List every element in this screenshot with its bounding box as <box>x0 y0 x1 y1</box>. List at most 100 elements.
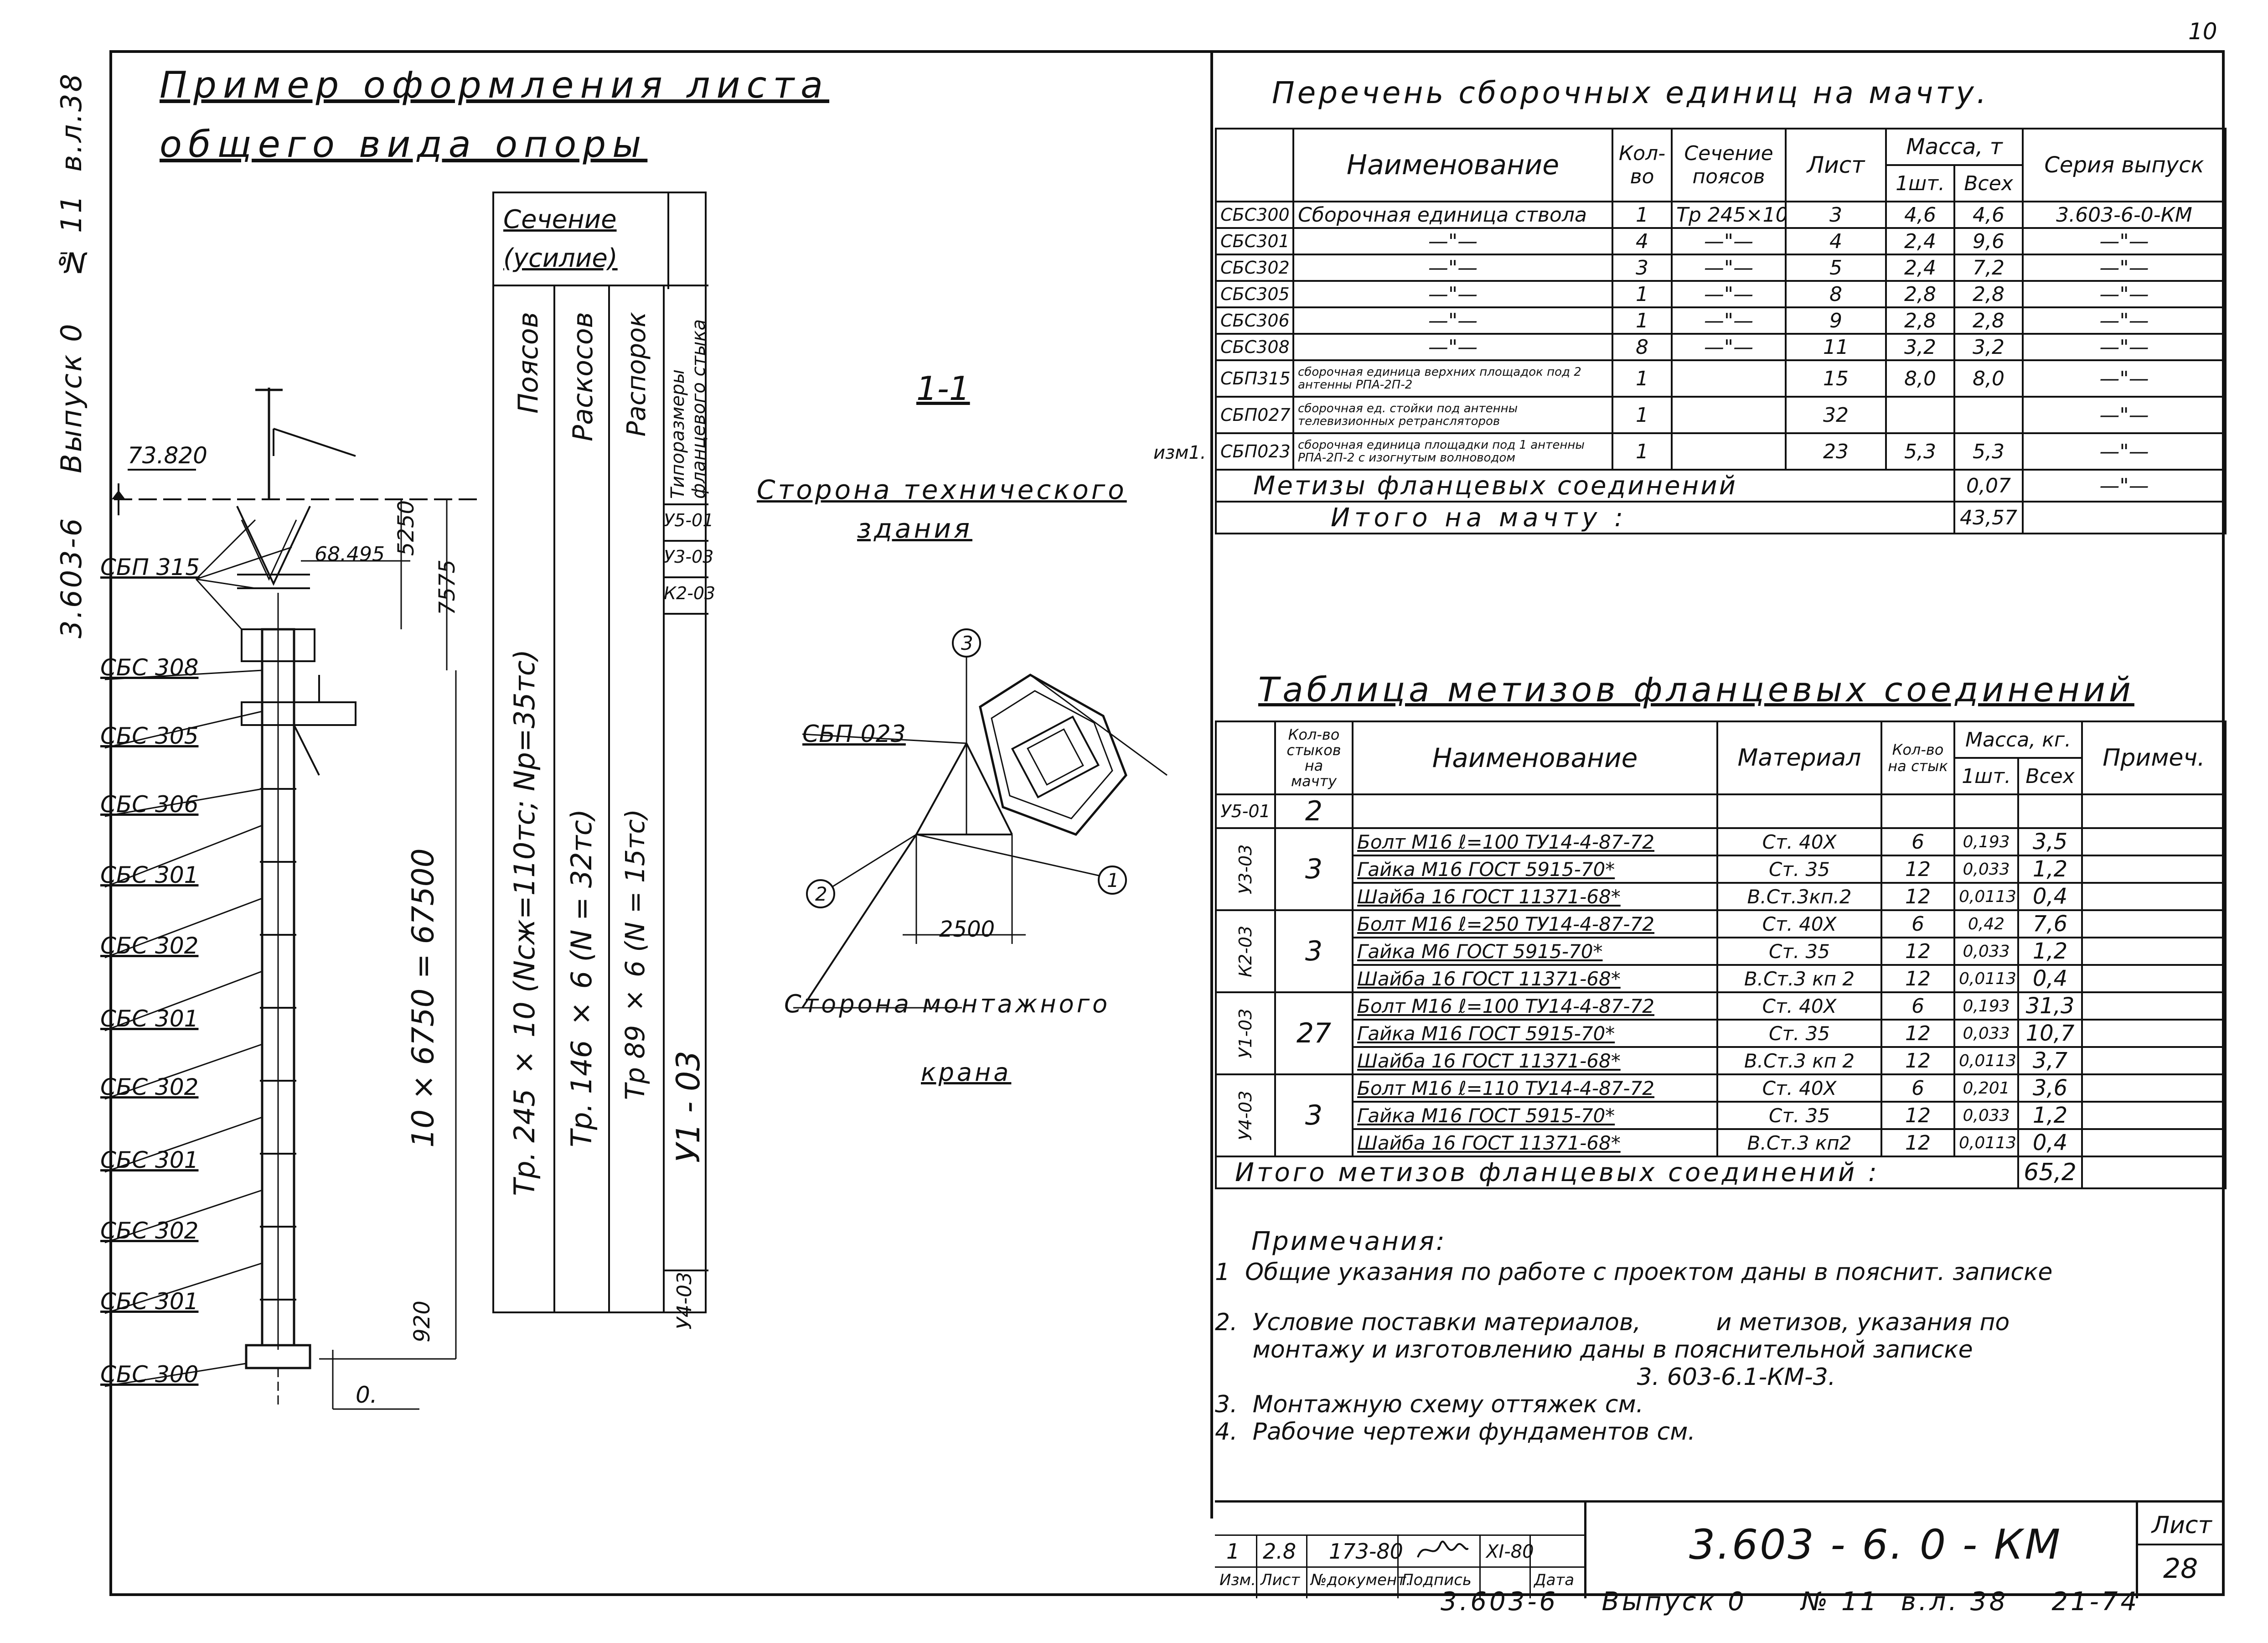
section-view-drawing: 3 2 1 <box>793 628 1168 1009</box>
fastener-mass1: 0,201 <box>1953 1073 2019 1103</box>
section-view-title: 1-1 <box>916 369 970 408</box>
unit-mass1: 4,6 <box>1885 201 1955 229</box>
bottom-stamp: 3.603-6 Выпуск 0 № 11 в.л. 38 21-74 <box>1441 1587 2139 1617</box>
unit-massall: 7,2 <box>1953 254 2024 282</box>
unit-massall: 2,8 <box>1953 306 2024 335</box>
unit-mass1: 5,3 <box>1885 432 1955 471</box>
fasteners-total-empty <box>2081 1156 2227 1189</box>
fastener-joint-type: У5-01 <box>1215 793 1276 829</box>
joint-type: У1 - 03 <box>670 1051 707 1163</box>
fastener-material: Ст. 35 <box>1716 855 1882 884</box>
unit-series: —"— <box>2022 432 2227 471</box>
units-change-mark: изм1. <box>1153 442 1206 463</box>
mast-label-11: СБС 300 <box>100 1361 199 1388</box>
unit-qty: 4 <box>1612 227 1673 255</box>
fastener-qty: 6 <box>1881 827 1955 856</box>
fastener-note <box>2081 1019 2227 1048</box>
fasteners-header-material: Материал <box>1716 720 1882 795</box>
unit-mass1 <box>1885 396 1955 434</box>
mast-label-10: СБС 301 <box>100 1288 199 1315</box>
fastener-mass1: 0,033 <box>1953 937 2019 966</box>
fastener-joint-count: 27 <box>1274 991 1354 1075</box>
fasteners-total-value: 65,2 <box>2017 1156 2083 1189</box>
tb-sheet-no: 2.8 <box>1263 1539 1297 1564</box>
tb-sheet-value: 28 <box>2163 1553 2198 1585</box>
fastener-qty: 12 <box>1881 1019 1955 1048</box>
unit-series: —"— <box>2022 280 2227 308</box>
unit-qty: 1 <box>1612 280 1673 308</box>
tb-caption-2: №документ. <box>1311 1571 1411 1589</box>
mast-label-4: СБС 301 <box>100 862 199 888</box>
fastener-massall: 3,7 <box>2017 1046 2083 1075</box>
unit-massall: 5,3 <box>1953 432 2024 471</box>
dimension-total: 10 × 6750 = 67500 <box>405 848 441 1148</box>
units-header-section: Сечение поясов <box>1671 128 1787 202</box>
fastener-note <box>2081 1073 2227 1103</box>
tb-caption-0: Изм. <box>1219 1571 1256 1589</box>
unit-mass1: 3,2 <box>1885 333 1955 361</box>
sheet-divider <box>1210 50 1213 1519</box>
unit-name: —"— <box>1292 280 1613 308</box>
fastener-massall: 0,4 <box>2017 1128 2083 1157</box>
tb-code: 3.603 - 6. 0 - КМ <box>1689 1521 2062 1569</box>
units-total-empty <box>2022 501 2227 534</box>
fastener-name: Болт М16 ℓ=110 ТУ14-4-87-72 <box>1352 1073 1718 1103</box>
units-header-sheet: Лист <box>1785 128 1887 202</box>
tb-caption-3: Подпись <box>1402 1571 1472 1589</box>
fastener-massall: 0,4 <box>2017 882 2083 911</box>
fastener-material: В.Ст.3 кп2 <box>1716 1128 1882 1157</box>
section-header2: (усилие) <box>503 244 618 273</box>
flange-1: У3-03 <box>664 547 714 567</box>
fastener-mass1: 0,0113 <box>1953 1046 2019 1075</box>
unit-series: —"— <box>2022 333 2227 361</box>
flange-2: К2-03 <box>664 583 716 603</box>
fasteners-header-mall: Всех <box>2017 757 2083 795</box>
fastener-massall: 3,6 <box>2017 1073 2083 1103</box>
units-header-mass: Масса, т <box>1885 128 2024 166</box>
fastener-mass1: 0,033 <box>1953 1019 2019 1048</box>
fastener-material: Ст. 40Х <box>1716 1073 1882 1103</box>
unit-sheet: 5 <box>1785 254 1887 282</box>
fastener-qty <box>1881 793 1955 829</box>
dimension-7575: 7575 <box>434 559 460 616</box>
fastener-massall: 1,2 <box>2017 1101 2083 1130</box>
note-3: 3. 603-6.1-КМ-3. <box>1215 1363 1836 1391</box>
unit-mass1: 2,4 <box>1885 227 1955 255</box>
fastener-joint-type: У1-03 <box>1216 992 1275 1074</box>
unit-massall: 4,6 <box>1953 201 2024 229</box>
title-block: 1 2.8 173-80 XI-80 Изм. Лист №документ. … <box>1215 1500 2225 1598</box>
note-1: 2. Условие поставки материалов, и метизо… <box>1215 1309 2010 1336</box>
fastener-name: Гайка М16 ГОСТ 5915-70* <box>1352 1019 1718 1048</box>
fastener-massall: 3,5 <box>2017 827 2083 856</box>
section-label: СБП 023 <box>802 720 906 748</box>
section-side-bottom2: крана <box>921 1058 1012 1087</box>
units-hardware-mass: 0,07 <box>1953 469 2024 503</box>
fastener-mass1 <box>1953 793 2019 829</box>
bottom-stamp-no: № 11 <box>1801 1587 1880 1617</box>
fastener-material: Ст. 40Х <box>1716 909 1882 938</box>
tb-caption-1: Лист <box>1261 1571 1300 1589</box>
unit-series: —"— <box>2022 396 2227 434</box>
mast-label-5: СБС 302 <box>100 933 199 959</box>
unit-qty: 8 <box>1612 333 1673 361</box>
col-label-strut: Распорок <box>622 312 651 437</box>
note-4: 3. Монтажную схему оттяжек см. <box>1215 1391 1644 1418</box>
elevation-mid: 68.495 <box>315 543 385 566</box>
fastener-mass1: 0,0113 <box>1953 1128 2019 1157</box>
fastener-joint-type: К2-03 <box>1216 910 1275 992</box>
unit-name: сборочная ед. стойки под антенны телевиз… <box>1292 396 1613 434</box>
fastener-name: Шайба 16 ГОСТ 11371-68* <box>1352 964 1718 993</box>
mast-label-8: СБС 301 <box>100 1147 199 1173</box>
units-header-massall: Всех <box>1953 164 2024 202</box>
unit-name: —"— <box>1292 333 1613 361</box>
